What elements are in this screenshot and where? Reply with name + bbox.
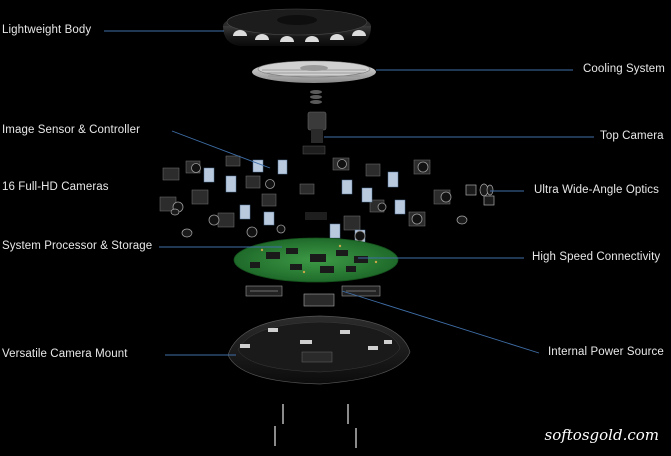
label-full-hd-cameras: 16 Full-HD Cameras xyxy=(2,181,109,193)
label-processor-storage: System Processor & Storage xyxy=(2,240,153,252)
label-internal-power-source: Internal Power Source xyxy=(548,346,664,358)
screws xyxy=(274,404,357,448)
watermark-text: softosgold.com xyxy=(544,426,660,444)
leader-lines xyxy=(104,30,594,356)
label-top-camera: Top Camera xyxy=(600,130,664,142)
camera-mount-part xyxy=(227,315,411,385)
label-image-sensor: Image Sensor & Controller xyxy=(2,124,141,136)
power-source-part xyxy=(245,285,381,307)
leader-image-sensor xyxy=(171,130,271,169)
camera-ring xyxy=(159,155,495,244)
label-lightweight-body: Lightweight Body xyxy=(2,24,92,36)
label-cooling-system: Cooling System xyxy=(583,63,665,75)
lightweight-body-part xyxy=(223,8,371,46)
pcb-board-part xyxy=(233,237,399,283)
spring-stack xyxy=(310,90,322,104)
leader-power-source xyxy=(341,290,540,354)
label-high-speed-connectivity: High Speed Connectivity xyxy=(532,251,661,263)
top-camera-part xyxy=(302,111,327,155)
label-camera-mount: Versatile Camera Mount xyxy=(2,348,128,360)
cooling-system-part xyxy=(252,60,376,83)
label-ultra-wide-optics: Ultra Wide-Angle Optics xyxy=(534,184,660,196)
